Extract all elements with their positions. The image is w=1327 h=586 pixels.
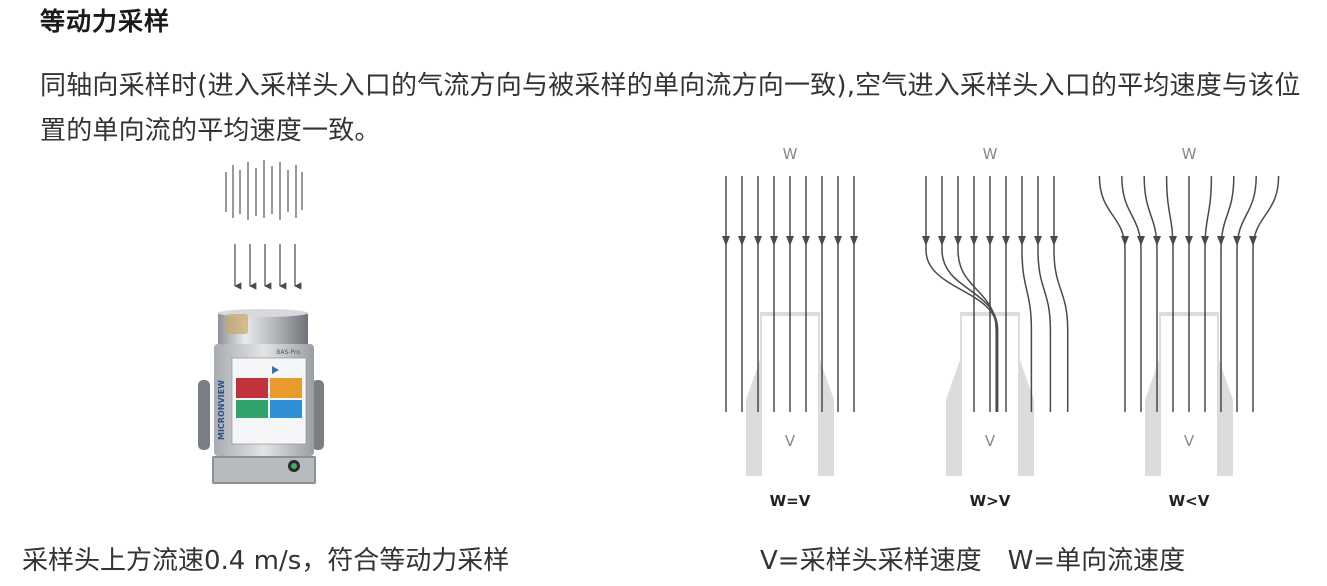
flow-arrow-icon [722,236,730,246]
flow-line [1252,175,1280,412]
flow-arrow-icon [1201,236,1209,246]
diagram-3: W V W<V [1098,145,1280,510]
flow-line [1236,175,1257,412]
flow-arrow-icon [1249,236,1257,246]
device-model-label: BAS-Pro [276,349,300,356]
device-brand-label: MICRONVIEW [217,380,226,440]
flow-line [1143,175,1158,412]
description-paragraph: 同轴向采样时(进入采样头入口的气流方向与被采样的单向流方向一致),空气进入采样头… [40,71,1301,146]
flow-arrow-icon [802,236,810,246]
velocity-w-label: W [783,145,798,163]
flow-arrow-icon [1169,236,1177,246]
flow-arrow-icon [786,236,794,246]
velocity-w-label: W [1182,145,1197,163]
flow-line [1021,176,1033,412]
airflow-arrows-icon [234,244,302,290]
flow-line [1220,175,1235,412]
caption-left: 采样头上方流速0.4 m/s，符合等动力采样 [22,546,510,576]
flow-line [957,176,997,412]
flow-arrow-icon [938,236,946,246]
flow-arrow-icon [1034,236,1042,246]
flow-line [1121,175,1142,412]
flow-arrow-icon [754,236,762,246]
flow-arrow-icon [954,236,962,246]
flow-line [1204,175,1213,412]
flow-arrow-icon [1185,236,1193,246]
airflow-lines-icon [225,160,303,220]
diagram-2: W V W>V [922,145,1069,510]
flow-line [941,176,999,412]
flow-arrow-icon [922,236,930,246]
flow-line [1098,175,1126,412]
sampler-inlet-shape [746,312,834,476]
flow-line [1037,176,1052,412]
velocity-v-label: V [785,432,796,450]
flow-line [1053,176,1069,412]
flow-arrow-icon [770,236,778,246]
condition-label: W<V [1169,492,1210,510]
diagram-1: W V W=V [722,145,858,510]
flow-arrow-icon [970,236,978,246]
flow-arrow-icon [1153,236,1161,246]
flow-arrow-icon [1217,236,1225,246]
velocity-v-label: V [1184,432,1195,450]
flow-arrow-icon [1233,236,1241,246]
flow-arrow-icon [818,236,826,246]
flow-arrow-icon [1018,236,1026,246]
flow-arrow-icon [834,236,842,246]
flow-line [1165,175,1174,412]
sampler-inlet-shape [946,312,1034,476]
flow-arrow-icon [850,236,858,246]
flow-arrow-icon [1050,236,1058,246]
caption-right: V=采样头采样速度 W=单向流速度 [760,546,1186,576]
condition-label: W>V [970,492,1011,510]
flow-arrow-icon [738,236,746,246]
air-sampler-device: BAS-Pro MICRONVIEW [198,309,324,484]
flow-arrow-icon [986,236,994,246]
velocity-w-label: W [983,145,998,163]
velocity-v-label: V [985,432,996,450]
flow-arrow-icon [1002,236,1010,246]
isokinetic-diagrams: W V W=V W V W>V W V W<V [722,145,1280,510]
condition-label: W=V [770,492,811,510]
sampler-inlet-shape [1145,312,1233,476]
flow-arrow-icon [1121,236,1129,246]
flow-arrow-icon [1137,236,1145,246]
section-title: 等动力采样 [40,7,171,36]
